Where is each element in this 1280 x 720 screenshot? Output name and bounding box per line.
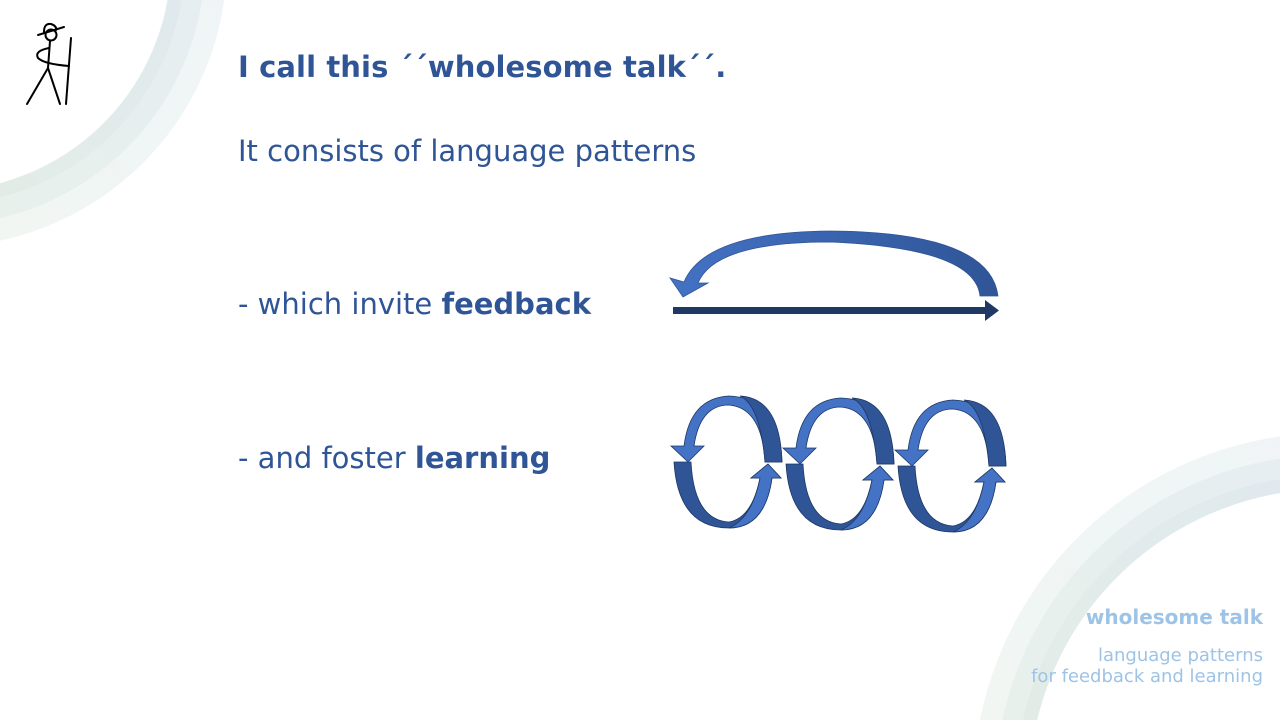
slide-title: I call this ´´wholesome talk´´. xyxy=(238,50,727,84)
bullet-text: - which invite xyxy=(238,287,442,321)
brand-name: wholesome talk xyxy=(1085,605,1263,629)
slide-subtitle: It consists of language patterns xyxy=(238,134,697,168)
brand-tagline-line1: language patterns xyxy=(1097,645,1263,666)
bullet-emphasis: learning xyxy=(414,441,551,475)
bullet-emphasis: feedback xyxy=(441,287,591,321)
hiker-stick-figure-icon xyxy=(26,22,72,105)
bullet-feedback: - which invite feedback xyxy=(238,287,591,321)
bullet-learning: - and foster learning xyxy=(238,441,550,475)
bullet-text: - and foster xyxy=(238,441,415,475)
brand-tagline-line2: for feedback and learning xyxy=(1031,666,1263,687)
